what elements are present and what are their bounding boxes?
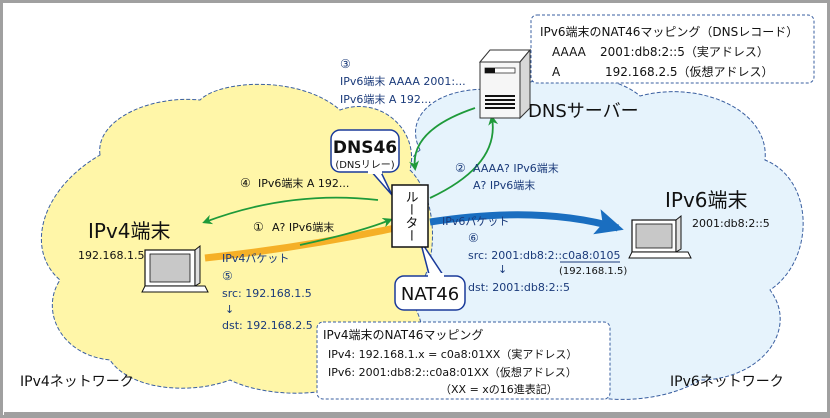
step1-query-arrow (299, 217, 393, 246)
step2-number: ② (455, 161, 466, 175)
step6-dst: dst: 2001:db8:2::5 (468, 281, 570, 294)
step6-number: ⑥ (468, 231, 479, 245)
dns-record-aaaa-value: 2001:db8:2::5（実アドレス） (600, 44, 769, 59)
step5-dst: dst: 192.168.2.5 (222, 319, 313, 332)
step2-line2: A? IPv6端末 (473, 178, 535, 192)
step5-arrow: ↓ (225, 303, 234, 316)
ipv4-host-label: IPv4端末 (88, 219, 171, 243)
step3-number: ③ (340, 57, 351, 71)
nat-mapping-line-ipv4: IPv4: 192.168.1.x = c0a8:01XX（実アドレス） (328, 347, 577, 361)
nat-mapping-box (316, 321, 611, 400)
nat-mapping-title: IPv4端末のNAT46マッピング (323, 328, 483, 342)
ipv6-packet-label: IPv6パケット (442, 215, 509, 228)
ipv6-host-address: 2001:db8:2::5 (692, 217, 770, 230)
router-box (391, 184, 429, 248)
step5-number: ⑤ (222, 269, 233, 283)
step6-arrow: ↓ (498, 263, 507, 276)
ipv6-host-label: IPv6端末 (665, 188, 748, 212)
dns-server-label: DNSサーバー (528, 101, 639, 122)
ipv4-packet-label: IPv4パケット (222, 252, 289, 265)
dns46-title: DNS46 (333, 138, 397, 158)
ipv4-computer-icon (141, 244, 209, 293)
router-label: ルーター (403, 190, 418, 242)
nat46-callout (394, 239, 466, 311)
dns-record-a-value: 192.168.2.5（仮想アドレス） (605, 64, 774, 79)
ipv6-computer-icon (628, 214, 692, 259)
dns-server-icon (478, 48, 532, 120)
nat-mapping-note: （XX = xの16進表記） (440, 382, 558, 396)
frame-shadow (4, 412, 830, 418)
step4-text: IPv6端末 A 192... (258, 176, 349, 190)
step6-src-note: (192.168.1.5) (559, 266, 627, 277)
dns-record-a-type: A (552, 65, 561, 79)
step2-line1: AAAA? IPv6端末 (473, 161, 559, 175)
step1-text: A? IPv6端末 (272, 220, 334, 234)
nat-mapping-line-ipv6: IPv6: 2001:db8:2::c0a8:01XX（仮想アドレス） (328, 365, 577, 379)
step3-line2: IPv6端末 A 192... (340, 92, 431, 106)
dns-mapping-box (530, 14, 815, 84)
nat46-title: NAT46 (401, 284, 459, 305)
step1-number: ① (253, 220, 264, 234)
ipv6-packet-arrow (429, 209, 624, 235)
ipv4-packet-arrow (204, 224, 396, 262)
ipv6-network-label: IPv6ネットワーク (670, 374, 784, 390)
step5-src: src: 192.168.1.5 (222, 287, 312, 300)
ipv4-host-address: 192.168.1.5 (78, 249, 144, 262)
step3-response-arrow (409, 107, 476, 171)
step4-response-arrow (202, 196, 379, 225)
dns-record-aaaa-type: AAAA (552, 45, 587, 59)
step2-query-arrow (429, 115, 499, 199)
dns46-callout (330, 129, 400, 196)
dns46-subtitle: (DNSリレー) (335, 160, 394, 171)
ipv4-network-label: IPv4ネットワーク (20, 374, 134, 390)
dns-mapping-title: IPv6端末のNAT46マッピング（DNSレコード） (540, 25, 798, 39)
step6-src: src: 2001:db8:2::c0a8:0105 (468, 249, 621, 262)
step3-line1: IPv6端末 AAAA 2001:... (340, 74, 466, 88)
step4-number: ④ (240, 176, 251, 190)
